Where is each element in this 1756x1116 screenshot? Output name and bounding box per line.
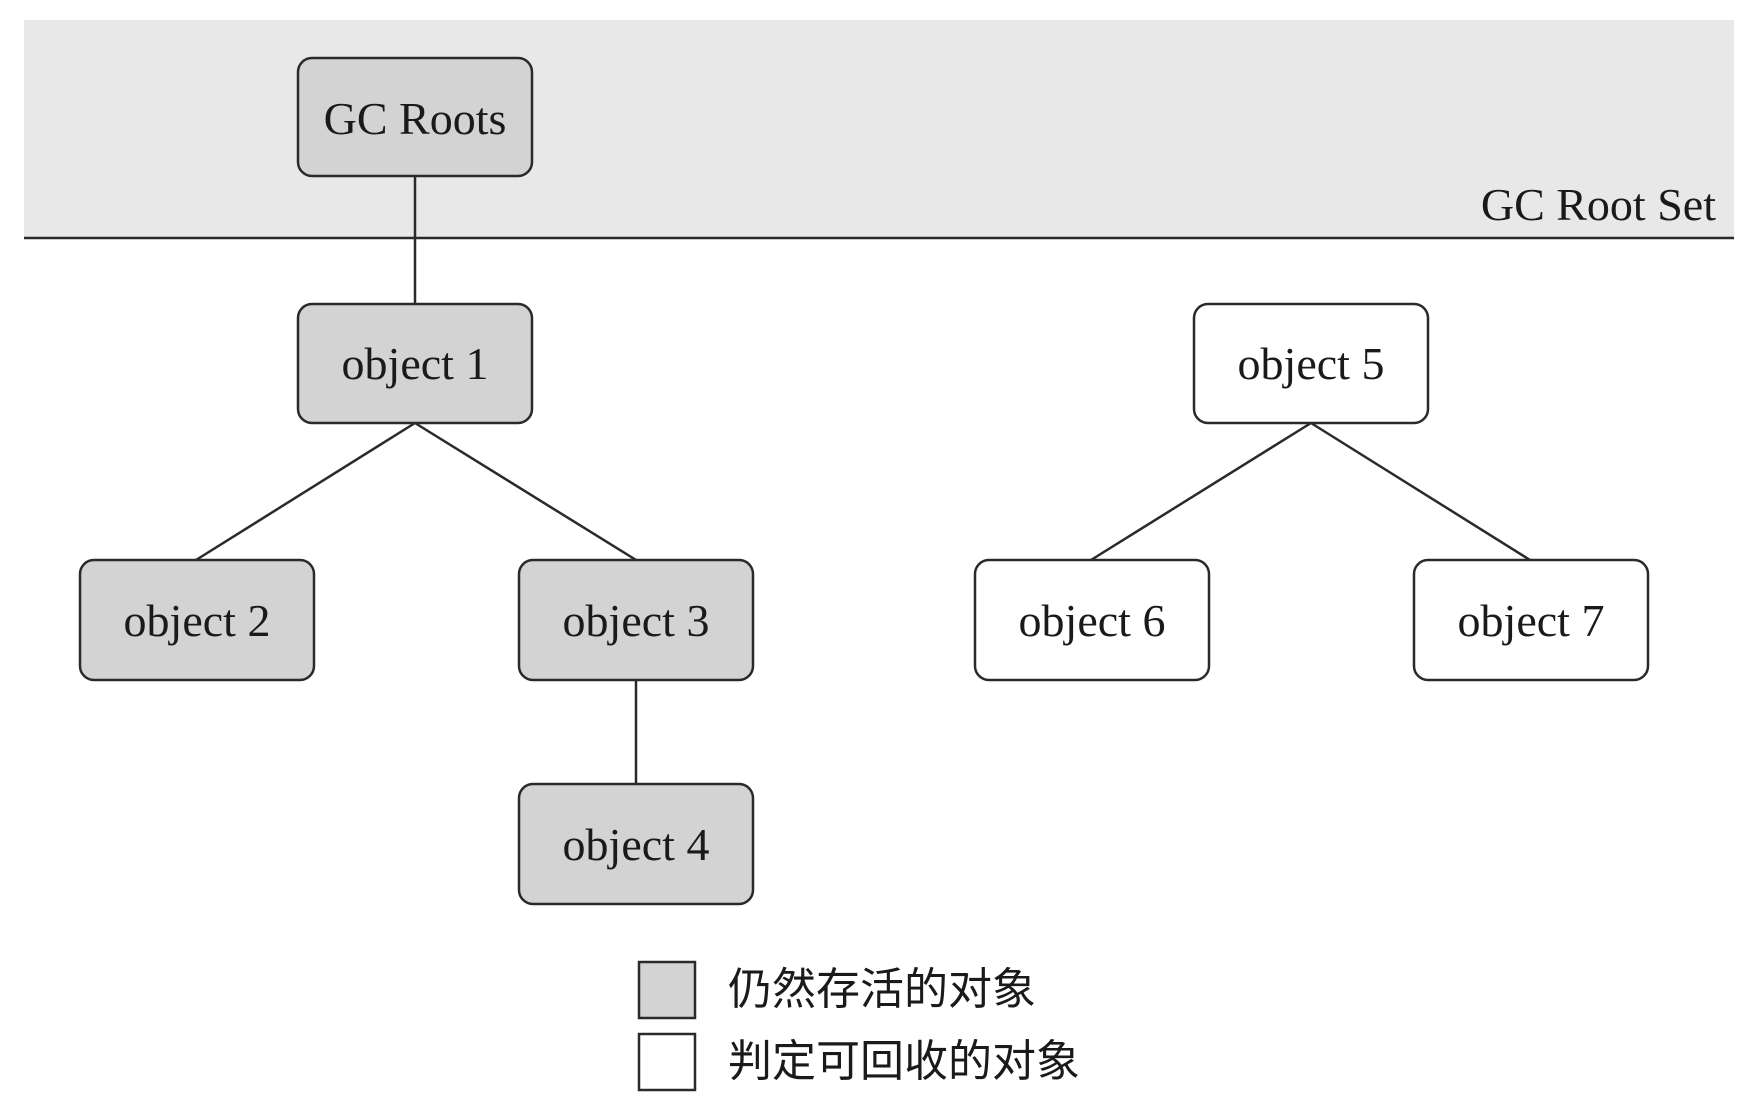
node-label: object 5 [1238, 338, 1385, 389]
node-object-3: object 3 [517, 558, 755, 682]
node-object-2: object 2 [78, 558, 316, 682]
node-gc-roots: GC Roots [296, 56, 534, 178]
edges [195, 176, 1531, 784]
root-set-band [24, 20, 1734, 238]
root-set-label: GC Root Set [1481, 179, 1716, 230]
node-label: object 2 [124, 595, 271, 646]
node-object-5: object 5 [1192, 302, 1430, 425]
node-object-4: object 4 [517, 782, 755, 906]
node-label: object 6 [1019, 595, 1166, 646]
node-label: object 3 [563, 595, 710, 646]
legend-label-collectable: 判定可回收的对象 [728, 1036, 1080, 1087]
node-label: object 4 [563, 819, 710, 870]
node-object-6: object 6 [973, 558, 1211, 682]
node-label: object 7 [1458, 595, 1605, 646]
legend-swatch-alive [637, 960, 697, 1020]
edge-object-1-object-3 [414, 421, 637, 562]
edge-object-5-object-6 [1090, 421, 1312, 562]
edge-object-5-object-7 [1310, 421, 1531, 562]
node-label: GC Roots [324, 93, 507, 144]
node-label: object 1 [342, 338, 489, 389]
legend-swatch-collectable [637, 1032, 697, 1092]
legend: 仍然存活的对象 判定可回收的对象 [637, 960, 1080, 1092]
node-object-1: object 1 [296, 302, 534, 425]
legend-label-alive: 仍然存活的对象 [728, 964, 1036, 1015]
edge-object-1-object-2 [195, 421, 416, 562]
node-object-7: object 7 [1412, 558, 1650, 682]
